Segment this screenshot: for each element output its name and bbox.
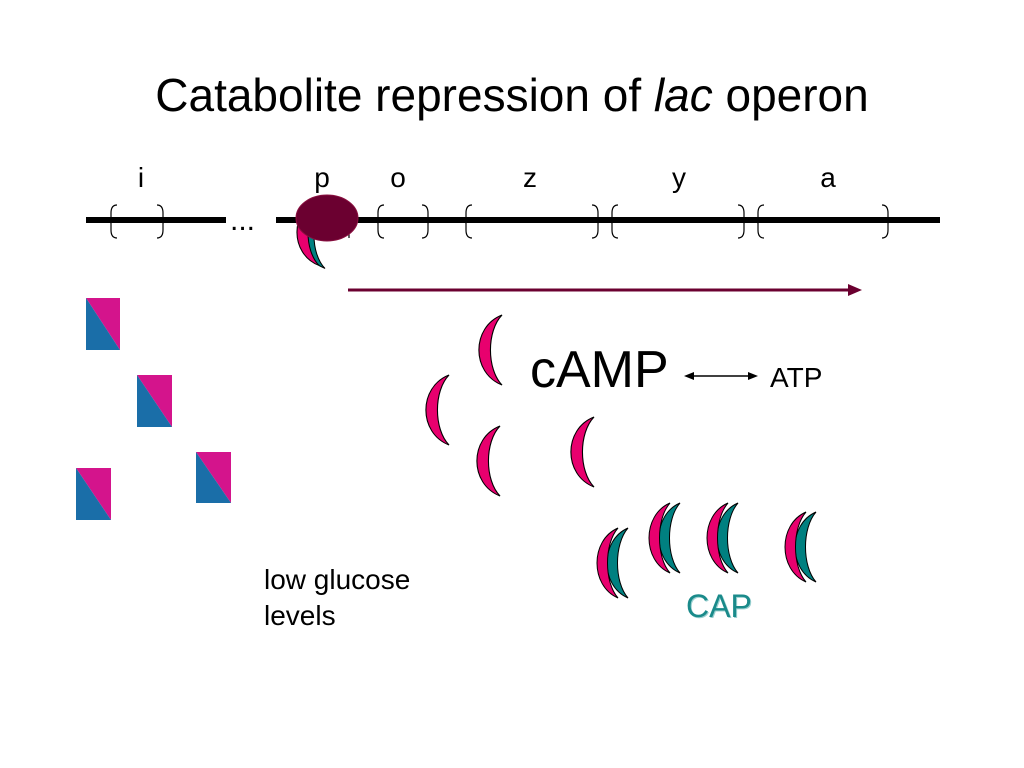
glucose-square-4 [76, 468, 111, 520]
low-glucose-label: low glucose levels [264, 562, 410, 635]
cap-camp-complex-3 [706, 502, 739, 574]
gene-label-z: z [523, 162, 537, 193]
gene-label-i: i [137, 162, 145, 193]
atp-label: ATP [770, 362, 823, 393]
gene-label-y: y [672, 162, 686, 193]
camp-molecule-icon [476, 425, 501, 497]
transcription-arrow [348, 284, 862, 296]
cap-camp-complex-4 [784, 511, 817, 583]
glucose-square-1 [86, 298, 120, 350]
dna-strand: ... [86, 204, 940, 237]
gene-label-o: o [390, 162, 406, 193]
camp-label: cAMP [530, 341, 669, 399]
title-italic: lac [653, 69, 713, 121]
title-text: Catabolite repression of [155, 69, 654, 121]
cap-label: CAP [686, 588, 752, 624]
cap-camp-complex-1 [596, 527, 629, 599]
camp-molecule-icon [478, 314, 503, 386]
repressor-icon [295, 194, 359, 242]
glucose-square-3 [196, 452, 231, 503]
title-suffix: operon [712, 69, 869, 121]
camp-atp-equilibrium-arrow [684, 372, 758, 380]
slide-title: Catabolite repression of lac operon [0, 72, 1024, 118]
gene-label-p: p [314, 162, 330, 193]
cap-camp-complex-2 [648, 502, 681, 574]
gene-label-a: a [820, 162, 836, 193]
glucose-square-2 [137, 375, 172, 427]
low-glucose-line-1: low glucose [264, 564, 411, 595]
dna-ellipsis: ... [230, 204, 255, 237]
low-glucose-line-2: levels [264, 600, 336, 632]
camp-molecule-icon [425, 374, 450, 446]
camp-molecule-icon [570, 416, 595, 488]
